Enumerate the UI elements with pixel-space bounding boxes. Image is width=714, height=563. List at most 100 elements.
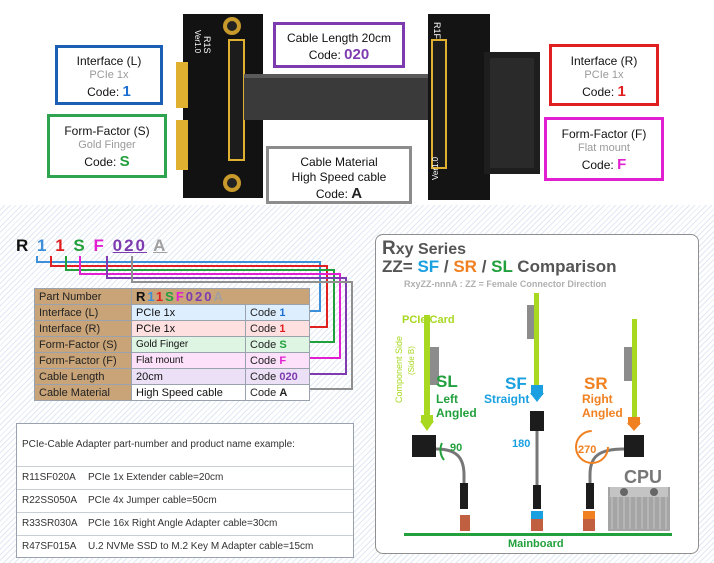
comparison-panel: Rxy Series ZZ= SF / SR / SL Comparison R… [375,234,699,554]
table-header-row: Part Number R11SF020A [34,288,310,305]
row-value: PCIe 1x [131,320,246,337]
example-row: R22SS050A PCIe 4x Jumper cable=50cm [17,490,353,513]
pcb-left-label-2: Ver1.0 [193,30,202,54]
sf-name-label: Straight [484,392,530,406]
mainboard-bar [404,533,672,536]
cable-material-code: Code: A [315,185,363,202]
pcb-right-label-2: Ver1.0 [431,156,440,180]
example-part-number: R22SS050A [22,495,78,506]
form-factor-f-sub: Flat mount [578,142,630,154]
pcb-right-label-1: R1F [432,22,442,40]
table-row: Cable Length 20cm Code 020 [34,368,310,385]
sr-code-label: SR [584,374,608,393]
mainboard-label: Mainboard [508,538,564,550]
angle-90-label: 90 [450,442,462,454]
row-label: Form-Factor (F) [34,352,132,369]
form-factor-f-callout: Form-Factor (F) Flat mount Code: F [544,117,664,181]
sf-connector [530,411,544,431]
table-row: Interface (R) PCIe 1x Code 1 [34,320,310,337]
row-value: PCIe 1x [131,304,246,321]
form-factor-s-title: Form-Factor (S) [64,124,150,138]
form-factor-f-title: Form-Factor (F) [561,127,647,141]
table-row: Form-Factor (F) Flat mount Code F [34,352,310,369]
pcb-left-label-1: R1S [202,36,212,54]
form-factor-s-code: Code: S [84,152,130,170]
part-number-code: R 1 1 S F 020 A [16,236,167,256]
sl-code-label: SL [436,372,458,391]
cable-material-title-1: Cable Material [300,155,378,169]
table-row: Form-Factor (S) Gold Finger Code S [34,336,310,353]
form-factor-s-sub: Gold Finger [78,139,136,151]
cpu-label: CPU [624,467,663,487]
example-part-number: R11SF020A [22,472,76,483]
examples-panel: PCIe-Cable Adapter part-number and produ… [16,423,354,558]
pn-char-form-f: F [93,236,106,255]
pn-char-r: R [16,236,31,255]
table-header-label: Part Number [34,288,132,305]
row-value: Flat mount [131,352,246,369]
interface-l-title: Interface (L) [76,54,142,68]
component-side-label: Component Side [394,336,404,403]
row-value: 20cm [131,368,246,385]
example-description: PCIe 16x Right Angle Adapter cable=30cm [88,518,278,529]
cable-material-title-2: High Speed cable [291,170,387,184]
pcie-card [424,315,430,415]
sr-connector [624,435,644,457]
example-description: PCIe 1x Extender cable=20cm [88,472,224,483]
comparison-title: Rxy Series [382,238,467,259]
form-factor-s-callout: Form-Factor (S) Gold Finger Code: S [47,114,167,178]
pn-char-material: A [153,236,168,255]
row-value: Gold Finger [131,336,246,353]
example-description: U.2 NVMe SSD to M.2 Key M Adapter cable=… [88,541,314,552]
interface-r-callout: Interface (R) PCIe 1x Code: 1 [549,44,659,106]
angle-180-label: 180 [512,438,530,450]
sf-code-label: SF [505,374,527,393]
interface-l-code: Code: 1 [87,82,131,100]
row-code: Code S [245,336,310,353]
row-code: Code F [245,352,310,369]
side-b-label: (Side B) [407,346,416,375]
cable-length-title: Cable Length 20cm [286,31,392,45]
row-label: Cable Length [34,368,132,385]
ribbon-cable [244,74,434,120]
row-label: Interface (L) [34,304,132,321]
pn-char-interface-r: 1 [55,236,67,255]
example-part-number: R33SR030A [22,518,78,529]
row-code: Code A [245,384,310,401]
example-row: R33SR030A PCIe 16x Right Angle Adapter ca… [17,513,353,536]
interface-l-sub: PCIe 1x [89,69,129,81]
table-header-value: R11SF020A [131,288,310,305]
row-label: Form-Factor (S) [34,336,132,353]
examples-heading: PCIe-Cable Adapter part-number and produ… [17,424,353,467]
angle-270-label: 270 [578,444,596,456]
left-gold-fingers [176,62,188,170]
pn-char-form-s: S [73,236,87,255]
pn-char-interface-l: 1 [37,236,49,255]
pn-char-length: 020 [112,236,147,255]
part-number-table: Part Number R11SF020A Interface (L) PCIe… [34,288,310,401]
row-code: Code 1 [245,320,310,337]
cable-material-callout: Cable Material High Speed cable Code: A [266,146,412,204]
example-description: PCIe 4x Jumper cable=50cm [88,495,217,506]
table-row: Cable Material High Speed cable Code A [34,384,310,401]
interface-r-sub: PCIe 1x [584,69,624,81]
comparison-note: RxyZZ-nnnA : ZZ = Female Connector Direc… [404,279,607,289]
interface-l-callout: Interface (L) PCIe 1x Code: 1 [55,45,163,105]
comparison-subheading: ZZ= SF / SR / SL Comparison [382,257,617,276]
pcie-card-label: PCIe Card [402,314,455,326]
cable-length-callout: Cable Length 20cm Code: 020 [273,22,405,68]
form-factor-f-code: Code: F [581,155,627,173]
table-row: Interface (L) PCIe 1x Code 1 [34,304,310,321]
row-code: Code 1 [245,304,310,321]
row-code: Code 020 [245,368,310,385]
row-value: High Speed cable [131,384,246,401]
cable-length-code: Code: 020 [308,46,370,63]
cable-illustration: R1S Ver1.0 R1F Ver1.0 [176,14,540,200]
sl-connector [412,435,436,457]
interface-r-code: Code: 1 [582,82,626,100]
row-label: Interface (R) [34,320,132,337]
